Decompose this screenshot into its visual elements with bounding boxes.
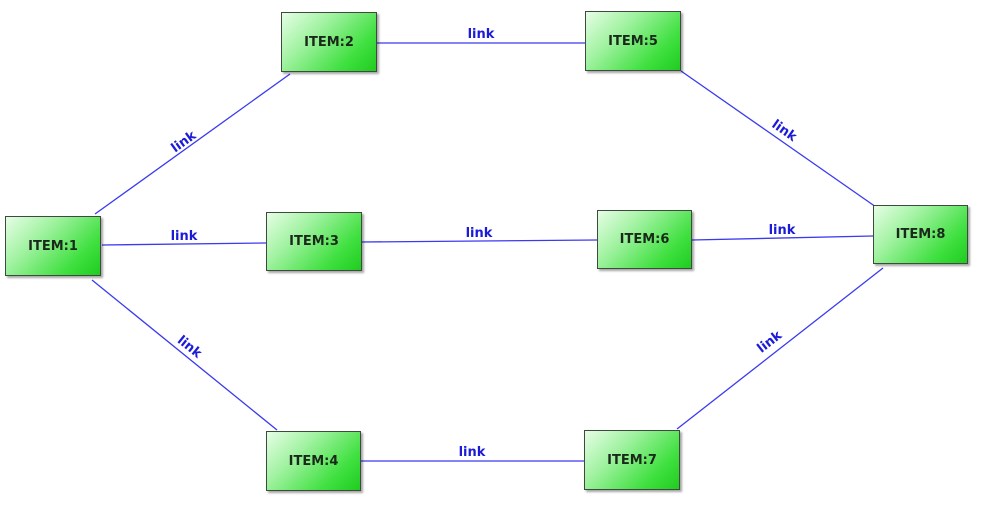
node-item-7[interactable]: ITEM:7 xyxy=(584,430,680,490)
node-item-1[interactable]: ITEM:1 xyxy=(5,216,101,276)
edge-line-item1-item3 xyxy=(101,242,267,246)
edge-line-item5-item8 xyxy=(680,70,877,208)
node-item-3[interactable]: ITEM:3 xyxy=(266,212,362,271)
edge-line-item1-item2 xyxy=(94,73,291,215)
edge-label-item4-item7: link xyxy=(459,445,486,460)
edge-label-item1-item3: link xyxy=(171,229,198,244)
edge-label-item3-item6: link xyxy=(466,226,493,241)
node-item-5[interactable]: ITEM:5 xyxy=(585,11,681,71)
edge-line-item6-item8 xyxy=(691,235,874,241)
edge-line-item1-item4 xyxy=(91,279,278,431)
edge-line-item3-item6 xyxy=(361,239,598,243)
edge-label-item1-item4: link xyxy=(174,333,205,362)
node-item-4[interactable]: ITEM:4 xyxy=(266,431,361,491)
node-item-2[interactable]: ITEM:2 xyxy=(281,12,377,72)
edge-label-item1-item2: link xyxy=(169,128,200,156)
edge-label-item5-item8: link xyxy=(769,117,800,145)
node-item-8[interactable]: ITEM:8 xyxy=(873,205,968,264)
edge-line-item7-item8 xyxy=(676,267,884,430)
node-item-6[interactable]: ITEM:6 xyxy=(597,210,692,269)
edge-label-item7-item8: link xyxy=(755,328,786,357)
edge-label-item6-item8: link xyxy=(769,223,796,238)
edge-label-item2-item5: link xyxy=(468,27,495,42)
